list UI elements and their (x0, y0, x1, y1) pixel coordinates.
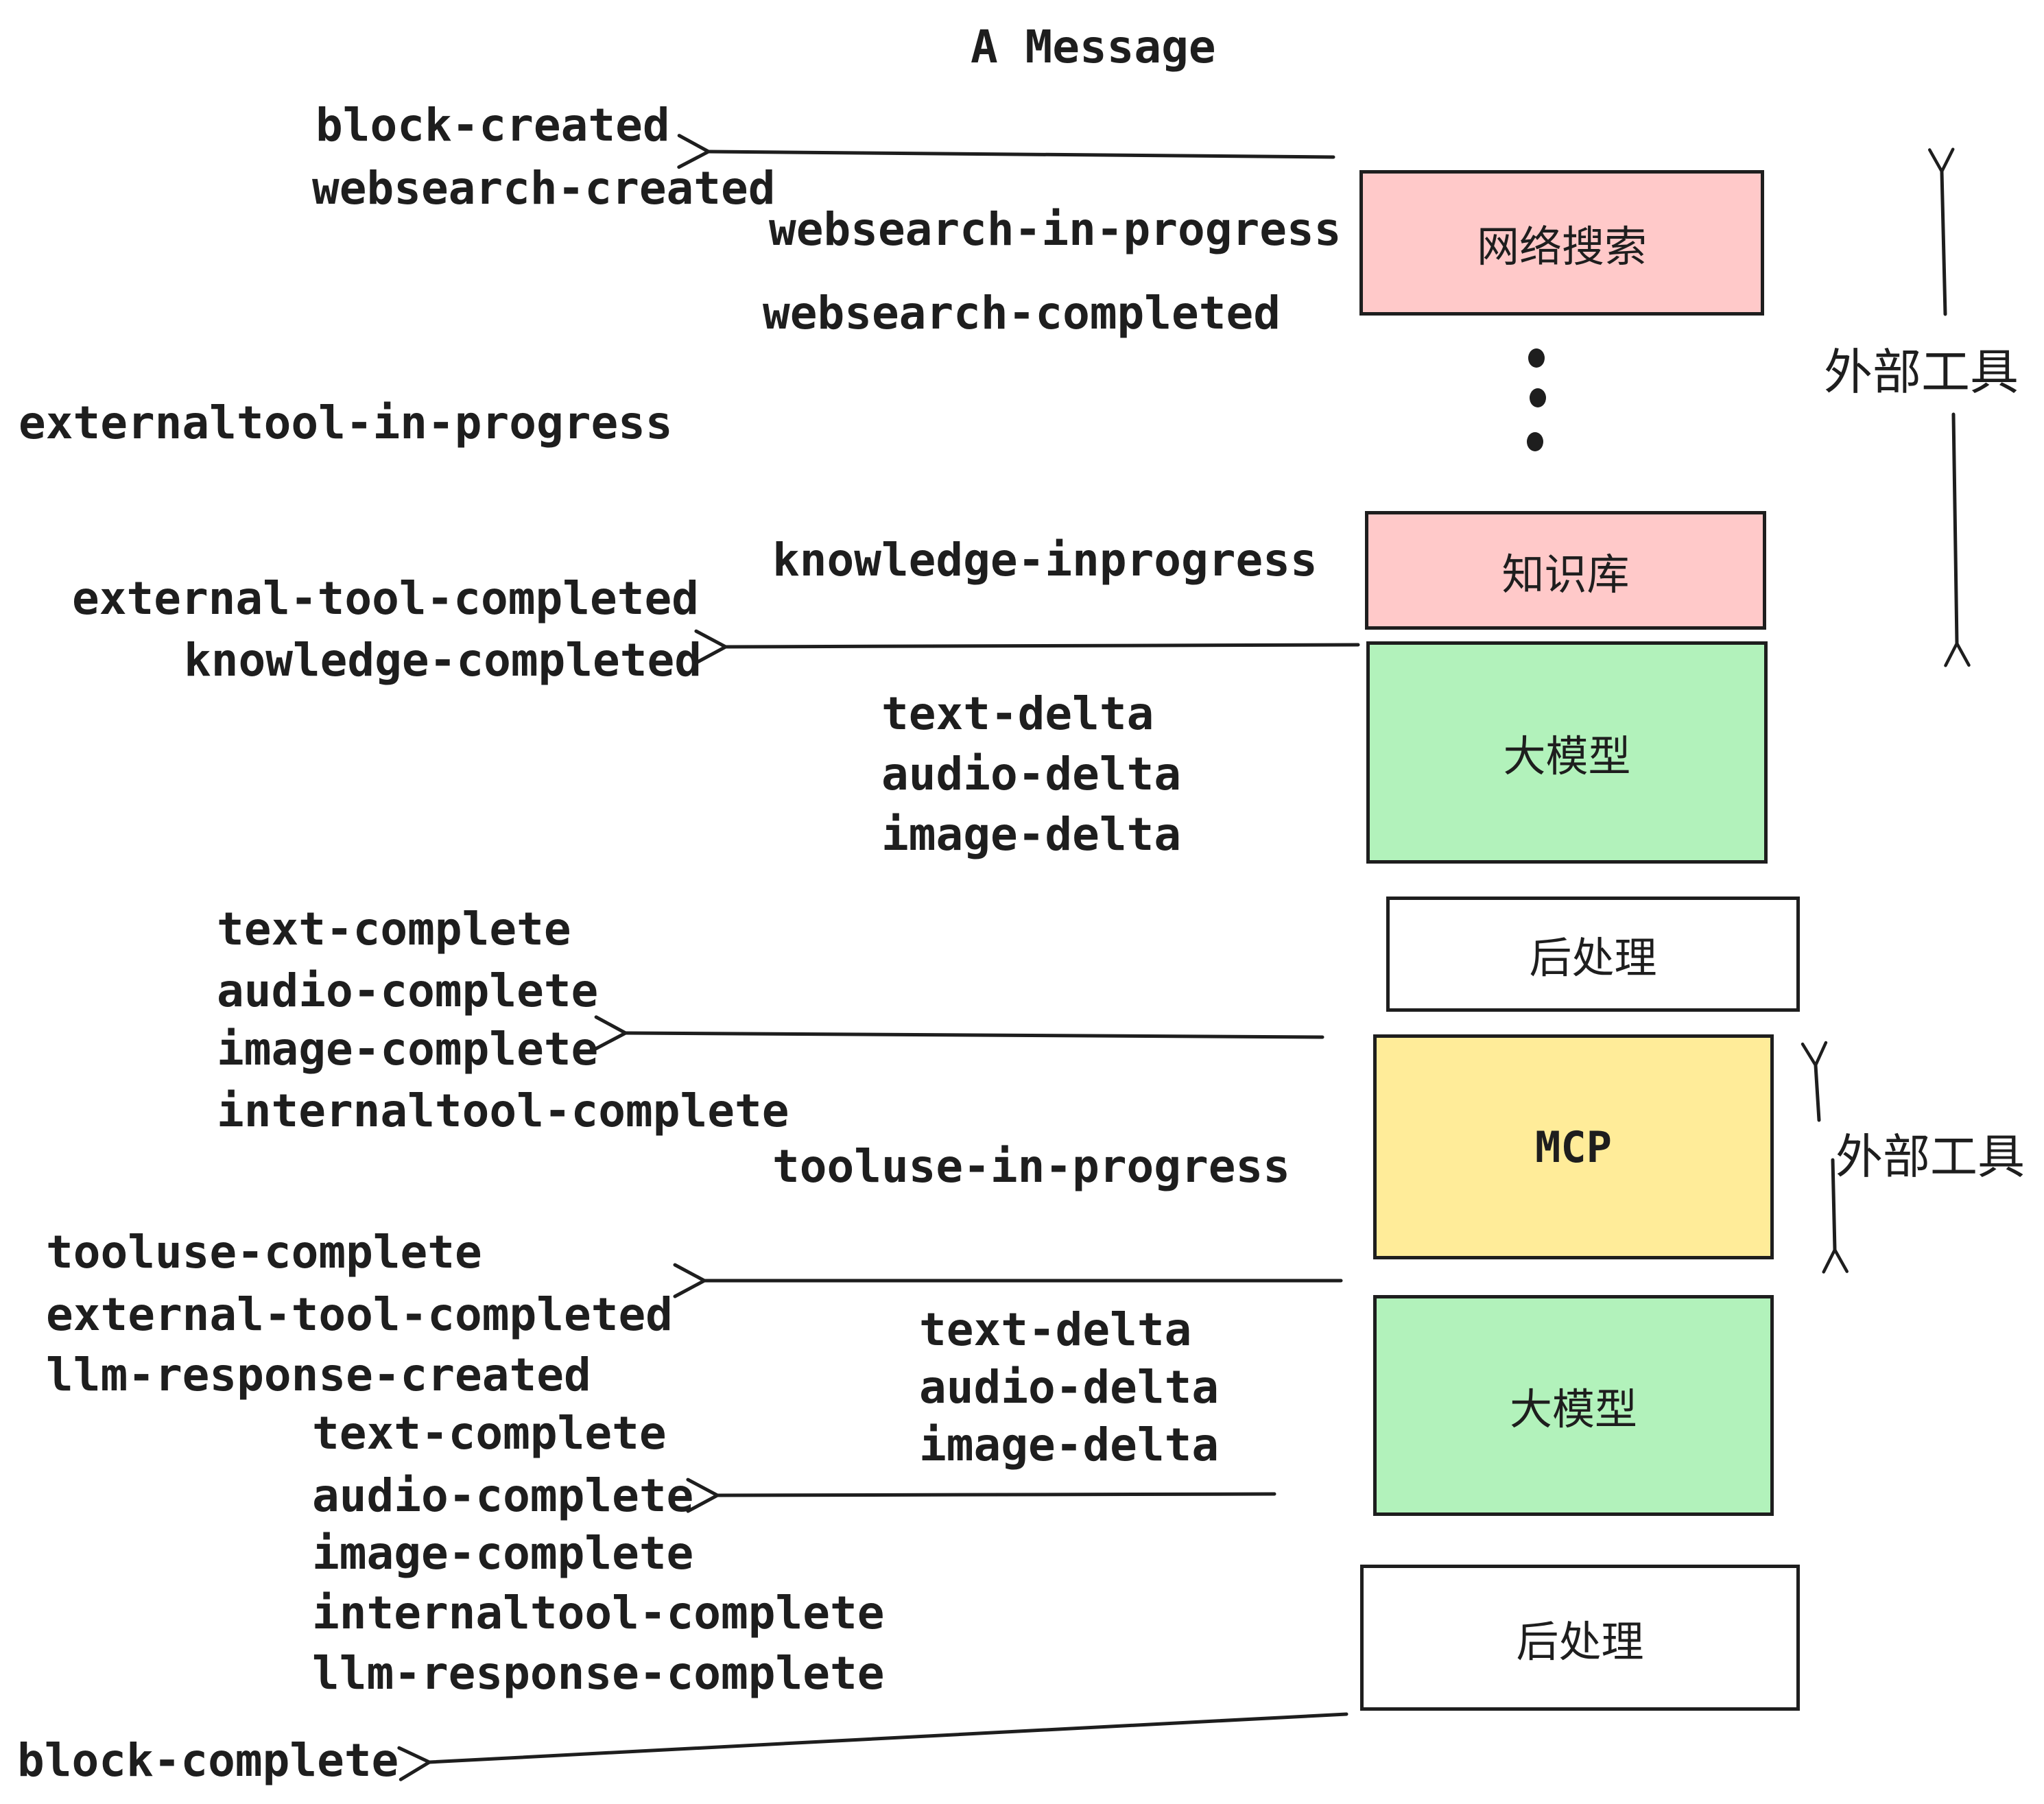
box-llm-2: 大模型 (1373, 1295, 1774, 1516)
event-label-image-complete-2: image-complete (312, 1527, 694, 1580)
event-label-tooluse-in-progress: tooluse-in-progress (772, 1140, 1290, 1193)
box-knowledge-label: 知识库 (1501, 551, 1630, 599)
event-label-audio-delta-2: audio-delta (919, 1361, 1220, 1414)
event-label-audio-delta: audio-delta (881, 748, 1182, 800)
event-label-externaltool-in-progress: externaltool-in-progress (19, 396, 673, 449)
box-postprocess-2: 后处理 (1360, 1565, 1800, 1711)
box-llm-2-label: 大模型 (1509, 1386, 1637, 1434)
event-label-knowledge-inprogress: knowledge-inprogress (772, 534, 1318, 586)
arrow-knowledge-completed (726, 645, 1360, 647)
event-label-knowledge-completed: knowledge-completed (184, 634, 702, 687)
event-label-audio-complete: audio-complete (217, 964, 599, 1017)
arrow-audio-complete (717, 1494, 1276, 1495)
box-llm-1: 大模型 (1366, 641, 1768, 864)
event-label-text-delta: text-delta (881, 687, 1154, 740)
ellipsis-dot (1530, 388, 1546, 407)
box-llm-1-label: 大模型 (1503, 733, 1631, 781)
event-label-external-tool-completed-2: external-tool-completed (46, 1288, 673, 1341)
event-label-image-complete: image-complete (217, 1023, 599, 1076)
box-websearch: 网络搜索 (1359, 170, 1764, 316)
event-label-text-complete: text-complete (217, 903, 571, 956)
event-label-llm-response-created: llm-response-created (46, 1349, 591, 1401)
event-label-image-delta: image-delta (881, 808, 1182, 861)
ellipsis-dot (1527, 432, 1543, 451)
event-label-websearch-created: websearch-created (312, 162, 776, 215)
event-label-audio-complete-2: audio-complete (312, 1469, 694, 1522)
event-label-websearch-completed: websearch-completed (763, 287, 1281, 340)
box-postprocess-2-label: 后处理 (1516, 1618, 1644, 1666)
box-knowledge: 知识库 (1365, 511, 1766, 630)
external-tools-label-top: 外部工具 (1824, 346, 2019, 400)
event-label-internaltool-complete-2: internaltool-complete (312, 1587, 885, 1639)
event-label-image-delta-2: image-delta (919, 1419, 1220, 1471)
event-label-llm-response-complete: llm-response-complete (312, 1647, 885, 1700)
arrow-block-complete (429, 1712, 1348, 1762)
event-label-text-complete-2: text-complete (312, 1407, 667, 1460)
box-postprocess-1-label: 后处理 (1529, 935, 1657, 982)
box-websearch-label: 网络搜索 (1476, 224, 1647, 271)
event-label-block-complete: block-complete (17, 1734, 399, 1787)
event-label-external-tool-completed: external-tool-completed (72, 572, 699, 625)
ellipsis-dot (1528, 348, 1545, 368)
event-label-text-delta-2: text-delta (919, 1303, 1192, 1356)
arrow-external-tools-up (1942, 171, 1945, 316)
event-label-tooluse-complete: tooluse-complete (46, 1226, 482, 1279)
box-postprocess-1: 后处理 (1386, 897, 1800, 1012)
external-tools-label-mcp: 外部工具 (1835, 1130, 2025, 1183)
diagram-title: A Message (971, 21, 1216, 73)
event-label-internaltool-complete: internaltool-complete (217, 1084, 789, 1137)
arrow-websearch-created (709, 152, 1335, 157)
box-mcp-label: MCP (1535, 1121, 1612, 1172)
event-label-block-created: block-created (316, 99, 670, 152)
arrow-image-complete (626, 1033, 1324, 1037)
arrow-external-tools-down (1953, 412, 1957, 643)
arrow-external-tools-mcp-down (1833, 1158, 1835, 1250)
box-mcp: MCP (1373, 1034, 1774, 1259)
arrow-external-tools-mcp-up (1816, 1065, 1819, 1122)
event-label-websearch-in-progress: websearch-in-progress (769, 203, 1342, 256)
